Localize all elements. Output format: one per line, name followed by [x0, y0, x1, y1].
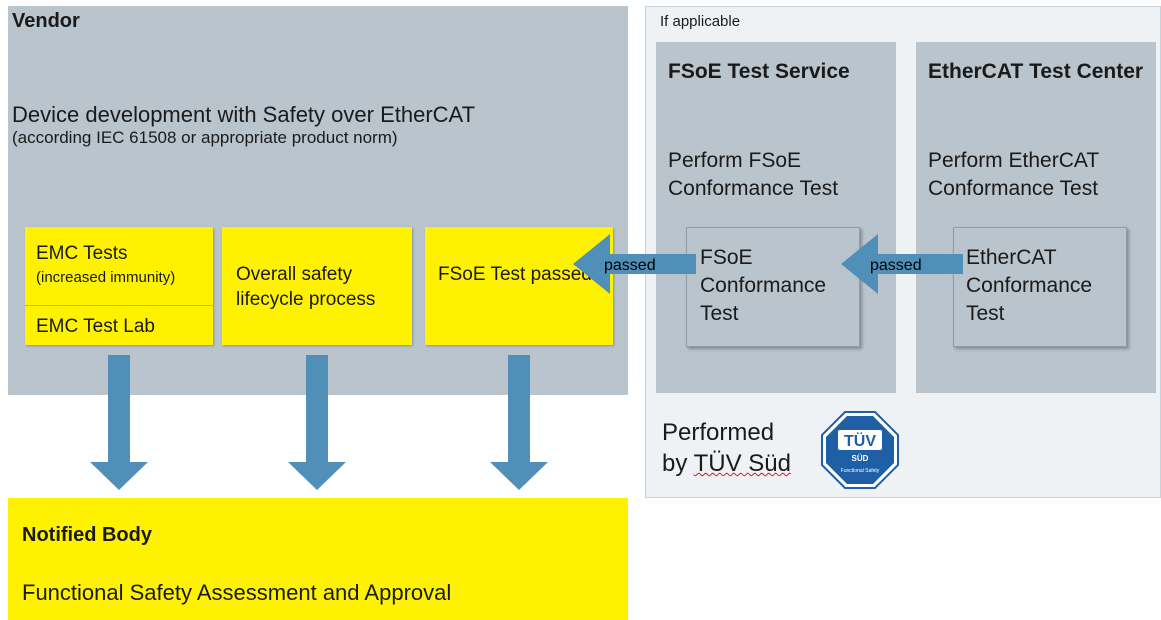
notified-body-panel [8, 498, 628, 620]
emc-tests-box [25, 227, 213, 345]
fsoe-perform-text: Perform FSoE Conformance Test [668, 149, 839, 200]
fsoe-test-service-title: FSoE Test Service [668, 60, 850, 83]
fsoe-conformance-test-box [686, 227, 860, 347]
performed-label: Performed [662, 419, 775, 446]
passed-arrow-ethercat [841, 234, 963, 294]
fsoe-test-passed-box [425, 227, 613, 345]
ethercat-conformance-test-box [953, 227, 1127, 347]
emc-tests-subtitle: (increased immunity) [36, 269, 176, 286]
tuv-logo-name: TÜV [844, 431, 876, 450]
tuv-sud-logo: TÜV SÜD Functional Safety [821, 411, 899, 489]
fsoe-test-passed-label: FSoE Test passed [438, 264, 592, 285]
tuv-logo-caption: Functional Safety [841, 468, 880, 474]
lifecycle-label: Overall safety lifecycle process [236, 264, 376, 310]
ethercat-perform-text: Perform EtherCAT Conformance Test [928, 149, 1099, 200]
vendor-subtitle: (according IEC 61508 or appropriate prod… [12, 128, 398, 147]
down-arrow-fsoe [490, 355, 548, 490]
performed-by-org: TÜV Süd [693, 450, 791, 477]
emc-tests-title: EMC Tests [36, 243, 128, 264]
notified-body-title: Notified Body [22, 524, 152, 546]
lifecycle-box [222, 227, 412, 345]
ethercat-test-center-title: EtherCAT Test Center [928, 60, 1144, 83]
performed-by-word: by [662, 450, 688, 477]
ethercat-conformance-test-label: EtherCAT Conformance Test [966, 246, 1093, 325]
down-arrow-lifecycle [288, 355, 346, 490]
vendor-description: Device development with Safety over Ethe… [12, 102, 476, 127]
passed-label-fsoe: passed [604, 257, 656, 274]
notified-body-description: Functional Safety Assessment and Approva… [22, 580, 452, 605]
if-applicable-title: If applicable [660, 13, 741, 30]
passed-arrow-fsoe [573, 234, 696, 294]
performed-by-text: Performed by TÜV Süd [662, 417, 791, 479]
down-arrow-emc [90, 355, 148, 490]
passed-label-ethercat: passed [870, 257, 922, 274]
emc-test-lab-label: EMC Test Lab [36, 316, 155, 337]
fsoe-conformance-test-label: FSoE Conformance Test [700, 246, 827, 325]
vendor-title: Vendor [12, 10, 80, 32]
emc-box-divider [25, 305, 213, 306]
tuv-logo-sub: SÜD [852, 454, 869, 463]
